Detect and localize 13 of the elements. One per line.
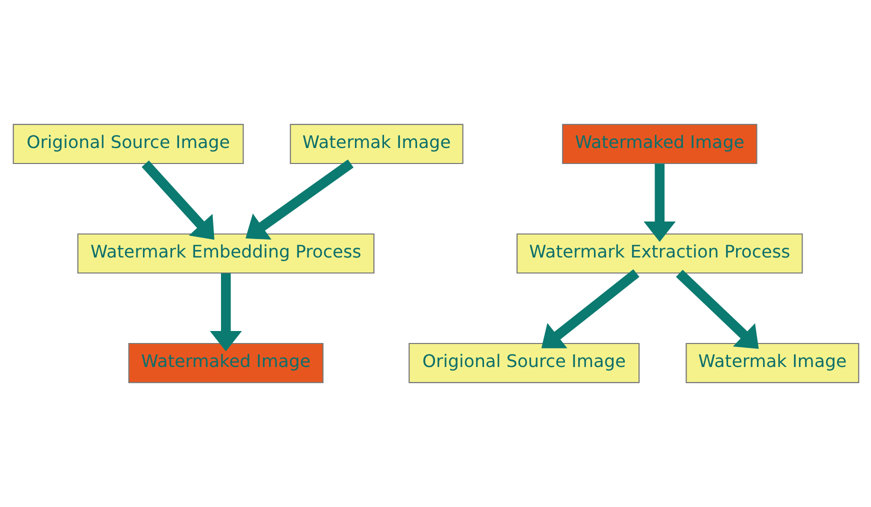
node-box: Origional Source Image (408, 342, 640, 384)
arrow (675, 270, 758, 349)
arrow (540, 269, 639, 348)
arrow (245, 160, 354, 240)
node-box: Origional Source Image (12, 124, 244, 164)
arrow (141, 160, 214, 240)
node-box: Watermark Embedding Process (76, 233, 374, 274)
node-box: Watermaked Image (562, 124, 757, 164)
node-box: Watermaked Image (128, 342, 323, 384)
node-box: Watermak Image (289, 124, 463, 164)
node-box: Watermark Extraction Process (516, 233, 802, 274)
node-box: Watermak Image (685, 342, 859, 384)
arrow (643, 164, 676, 242)
